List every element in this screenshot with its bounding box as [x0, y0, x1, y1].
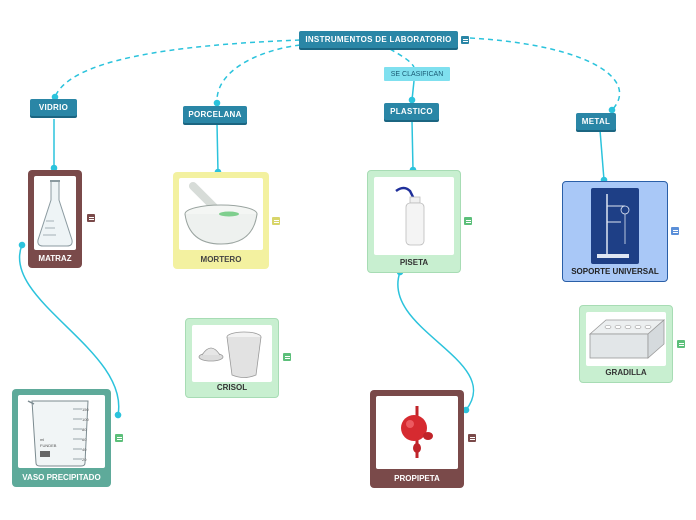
propipeta-label: PROPIPETA	[394, 474, 440, 483]
gradilla-label: GRADILLA	[605, 368, 647, 377]
beaker-mark: 100	[82, 417, 89, 422]
card-crisol[interactable]: CRISOL	[185, 318, 279, 398]
note-icon[interactable]	[272, 217, 280, 225]
card-piseta[interactable]: PISETA	[367, 170, 461, 273]
beaker-mark: 40	[82, 447, 87, 452]
note-icon[interactable]	[464, 217, 472, 225]
vaso-label: VASO PRECIPITADO	[22, 473, 101, 482]
link-title-seclasifican	[389, 48, 415, 68]
link-title-metal	[469, 37, 621, 114]
category-vidrio[interactable]: VIDRIO	[30, 99, 77, 116]
note-icon[interactable]	[283, 353, 291, 361]
note-icon[interactable]	[461, 36, 469, 44]
beaker-mark: 150	[82, 407, 89, 412]
category-porcelana[interactable]: PORCELANA	[183, 106, 247, 123]
mortero-label: MORTERO	[200, 255, 242, 264]
mortero-image	[179, 178, 263, 250]
beaker-mark: 60	[82, 437, 87, 442]
link-plastico-piseta	[409, 120, 417, 174]
note-icon[interactable]	[115, 434, 123, 442]
piseta-label: PISETA	[399, 258, 429, 267]
note-icon[interactable]	[468, 434, 476, 442]
propipeta-image	[376, 396, 458, 469]
card-gradilla[interactable]: GRADILLA	[579, 305, 673, 383]
card-mortero[interactable]: MORTERO	[173, 172, 269, 269]
beaker-mark: 80	[82, 427, 87, 432]
matraz-image	[34, 176, 76, 250]
crisol-label: CRISOL	[216, 383, 248, 392]
card-matraz[interactable]: MATRAZ	[28, 170, 82, 268]
link-title-porcelana	[213, 44, 301, 107]
crisol-image	[192, 325, 272, 382]
note-icon[interactable]	[87, 214, 95, 222]
link-porcelana-mortero	[214, 123, 222, 176]
link-seclasifican-plastico	[408, 80, 416, 104]
vaso-image: 150 100 80 60 40 20 ml FUNDEB	[18, 395, 105, 468]
link-matraz-vaso	[18, 241, 122, 419]
soporte-image	[591, 188, 639, 264]
category-metal[interactable]: METAL	[576, 113, 616, 130]
link-piseta-propipeta	[396, 268, 475, 414]
card-propipeta[interactable]: PROPIPETA	[370, 390, 464, 488]
note-icon[interactable]	[677, 340, 685, 348]
soporte-label: SOPORTE UNIVERSAL	[571, 267, 659, 276]
card-soporte-universal[interactable]: SOPORTE UNIVERSAL	[562, 181, 668, 282]
connector-label[interactable]: SE CLASIFICAN	[384, 67, 450, 81]
link-metal-soporte	[599, 129, 608, 184]
card-vaso-precipitado[interactable]: 150 100 80 60 40 20 ml FUNDEB VASO PRECI…	[12, 389, 111, 487]
category-plastico[interactable]: PLASTICO	[384, 103, 439, 120]
matraz-label: MATRAZ	[38, 254, 72, 263]
gradilla-image	[586, 312, 666, 366]
beaker-mark: 20	[82, 457, 87, 462]
piseta-image	[374, 177, 454, 255]
link-title-vidrio	[51, 39, 301, 101]
title-node[interactable]: INSTRUMENTOS DE LABORATORIO	[299, 31, 458, 48]
beaker-text: ml	[40, 437, 44, 442]
beaker-text: FUNDEB	[40, 443, 57, 448]
note-icon[interactable]	[671, 227, 679, 235]
